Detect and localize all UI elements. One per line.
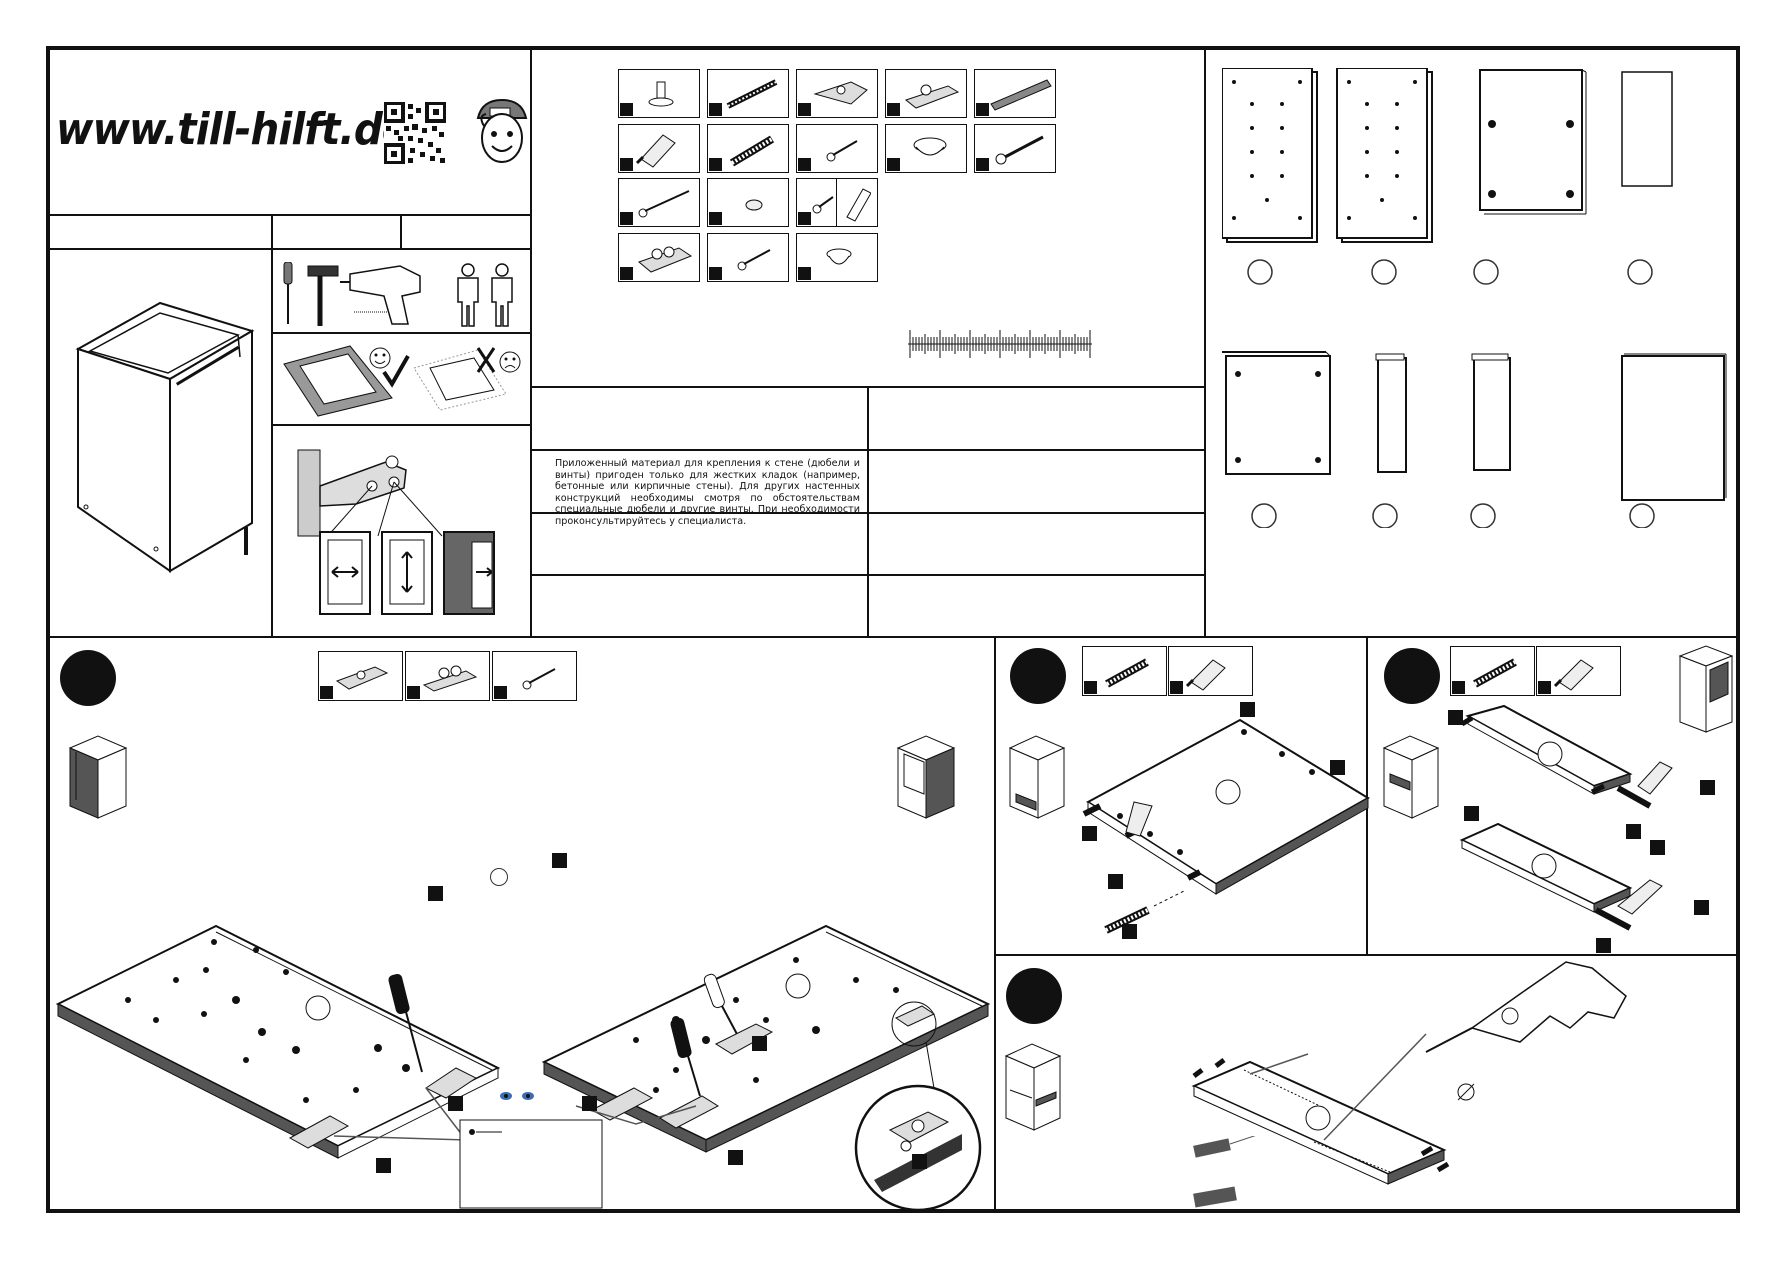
- step2-bottom-panel-illustration: [1082, 718, 1370, 934]
- callout: [1700, 780, 1715, 795]
- callout: [1650, 840, 1665, 855]
- part-hinge: [796, 69, 878, 118]
- step3-shelf-illustration: [1459, 704, 1673, 931]
- part-knob: [796, 233, 878, 282]
- panels-overview: [1222, 68, 1727, 528]
- callout: [1626, 824, 1641, 839]
- part-rail: [974, 69, 1056, 118]
- hinge-adjustment-illustration: [297, 449, 495, 615]
- part-glue: [618, 124, 700, 173]
- divider-bottom-mid: [1366, 636, 1368, 954]
- divider-header: [48, 214, 530, 216]
- step-4-marker: [1006, 968, 1062, 1024]
- callout: [728, 1150, 743, 1165]
- sad-face-icon: [499, 351, 521, 373]
- part-pad: [707, 178, 789, 227]
- qr-code-icon: [384, 102, 446, 164]
- callout: [1108, 874, 1123, 889]
- eyes-icon: [500, 1092, 534, 1100]
- callout: [1596, 938, 1611, 953]
- divider-tools-col: [271, 248, 273, 636]
- callout: [912, 1154, 927, 1169]
- callout: [582, 1096, 597, 1111]
- step4-cabinet-icon: [1004, 1043, 1062, 1131]
- step-3-marker: [1384, 648, 1440, 704]
- ruler-scale: [908, 330, 1092, 358]
- callout: [752, 1036, 767, 1051]
- drill-icon: [340, 265, 421, 325]
- part-long-screw: [974, 124, 1056, 173]
- divider-bottom-left: [994, 636, 996, 1211]
- divider-right-col: [1204, 48, 1206, 636]
- website-url[interactable]: www.till-hilft.de: [56, 104, 409, 155]
- step2-part-glue: [1168, 646, 1253, 696]
- part-mounting-plate: [885, 69, 967, 118]
- part-nail: [618, 178, 700, 227]
- step3-part-glue: [1536, 646, 1621, 696]
- step-1-marker: [60, 650, 116, 706]
- callout: [1694, 900, 1709, 915]
- divider-bottom-right-row: [994, 954, 1738, 956]
- callout: [1448, 710, 1463, 725]
- step4-screw-packs: [1193, 1136, 1256, 1158]
- divider-tools-row1: [271, 332, 530, 334]
- two-people-icon: [457, 263, 513, 327]
- step2-part-dowel: [1082, 646, 1167, 696]
- page-frame: [46, 46, 1740, 1213]
- step1-assembly-illustration: [56, 924, 990, 1210]
- callout: [448, 1096, 463, 1111]
- step1-part-hinge: [318, 651, 403, 701]
- part-cap: [885, 124, 967, 173]
- divider-table-mid: [867, 386, 869, 636]
- callout: [1464, 806, 1479, 821]
- callout: [1122, 924, 1137, 939]
- step4-drilling-illustration: [1191, 961, 1627, 1208]
- part-dowel: [707, 124, 789, 173]
- divider-tools-row2: [271, 424, 530, 426]
- callout: [1330, 760, 1345, 775]
- part-threaded-rod: [707, 69, 789, 118]
- wall-mounting-notice: Приложенный материал для крепления к сте…: [555, 458, 860, 527]
- divider-left-col: [530, 48, 532, 636]
- happy-face-icon: [369, 347, 391, 369]
- callout: [1082, 826, 1097, 841]
- callout: [376, 1158, 391, 1173]
- step3-cabinet-icon-left: [1382, 735, 1440, 819]
- step1-cabinet-icon-left: [68, 735, 128, 819]
- part-small-screw: [796, 124, 878, 173]
- hammer-icon: [307, 265, 339, 326]
- step2-cabinet-icon: [1008, 735, 1066, 819]
- surface-protection-illustration: [283, 345, 521, 417]
- callout: [552, 853, 567, 868]
- tools-row: [283, 262, 513, 327]
- step1-cabinet-icon-right: [896, 735, 956, 819]
- part-wall-plug: [836, 178, 878, 227]
- step1-part-screw: [492, 651, 577, 701]
- mascot-face-icon: [476, 98, 528, 163]
- part-leveling-foot: [618, 69, 700, 118]
- part-wall-screw: [796, 178, 838, 227]
- divider-title-row: [48, 248, 530, 250]
- screwdriver-icon: [283, 262, 293, 324]
- callout: [1240, 702, 1255, 717]
- step1-part-plate: [405, 651, 490, 701]
- step3-cabinet-icon-right: [1678, 645, 1734, 733]
- divider-title-cell1: [271, 214, 273, 248]
- part-screw-b: [707, 233, 789, 282]
- divider-title-cell2: [400, 214, 402, 248]
- step1-part-ref-circle: [490, 868, 508, 886]
- part-hinge-set: [618, 233, 700, 282]
- step-2-marker: [1010, 648, 1066, 704]
- callout: [428, 886, 443, 901]
- divider-main: [48, 636, 1738, 638]
- step3-part-dowel: [1450, 646, 1535, 696]
- cabinet-illustration: [75, 301, 255, 573]
